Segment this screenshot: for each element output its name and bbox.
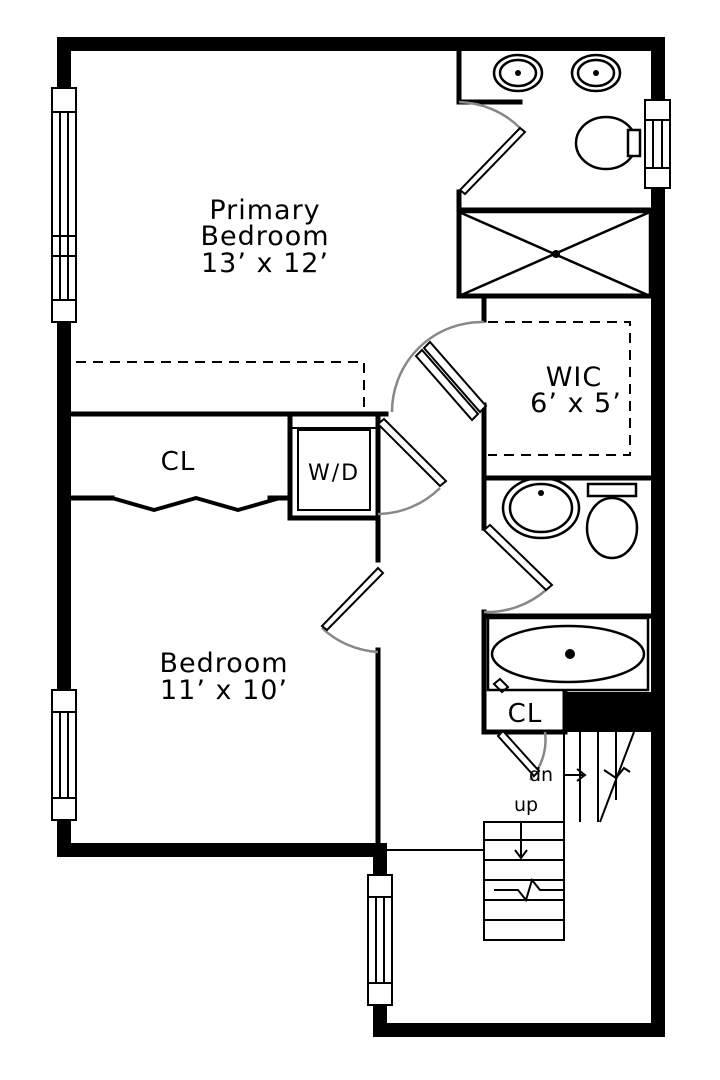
stairs — [483, 731, 635, 941]
dashed-lines — [76, 321, 631, 456]
fixture-drains — [515, 70, 599, 659]
bifold-doors — [111, 496, 281, 512]
double-vanity — [492, 53, 622, 93]
stair-wall-block — [565, 692, 651, 732]
labels: Primary Bedroom 13’ x 12’ Bedroom 11’ x … — [159, 195, 622, 816]
window-bath-east — [644, 99, 671, 189]
hall-toilet — [585, 482, 639, 560]
exterior-walls — [57, 37, 665, 1037]
door-swings — [321, 100, 547, 781]
primary-bedroom-name-line2: Bedroom — [200, 221, 329, 252]
bathtub — [486, 616, 650, 692]
stairs-down-label: dn — [529, 764, 553, 786]
closet-label: CL — [161, 447, 196, 477]
primary-bedroom-name-line1: Primary — [209, 195, 320, 226]
window-primary-west — [51, 87, 77, 323]
interior-walls — [69, 49, 653, 846]
door-leaves — [320, 126, 554, 778]
window-bedroom-west — [51, 689, 77, 821]
window-stair-west — [367, 874, 393, 1006]
bedroom-name: Bedroom — [159, 648, 288, 679]
primary-bedroom-size: 13’ x 12’ — [201, 248, 329, 279]
stairs-up-label: up — [514, 794, 538, 816]
wic-name: WIC — [546, 362, 603, 393]
wic-size: 6’ x 5’ — [530, 388, 622, 419]
windows — [51, 87, 671, 1006]
hall-closet-label: CL — [508, 699, 543, 729]
hall-sink — [501, 476, 581, 540]
thin-lines — [290, 427, 484, 851]
bedroom-size: 11’ x 10’ — [160, 675, 288, 706]
primary-toilet — [574, 115, 642, 171]
laundry-label: W/D — [308, 461, 360, 486]
